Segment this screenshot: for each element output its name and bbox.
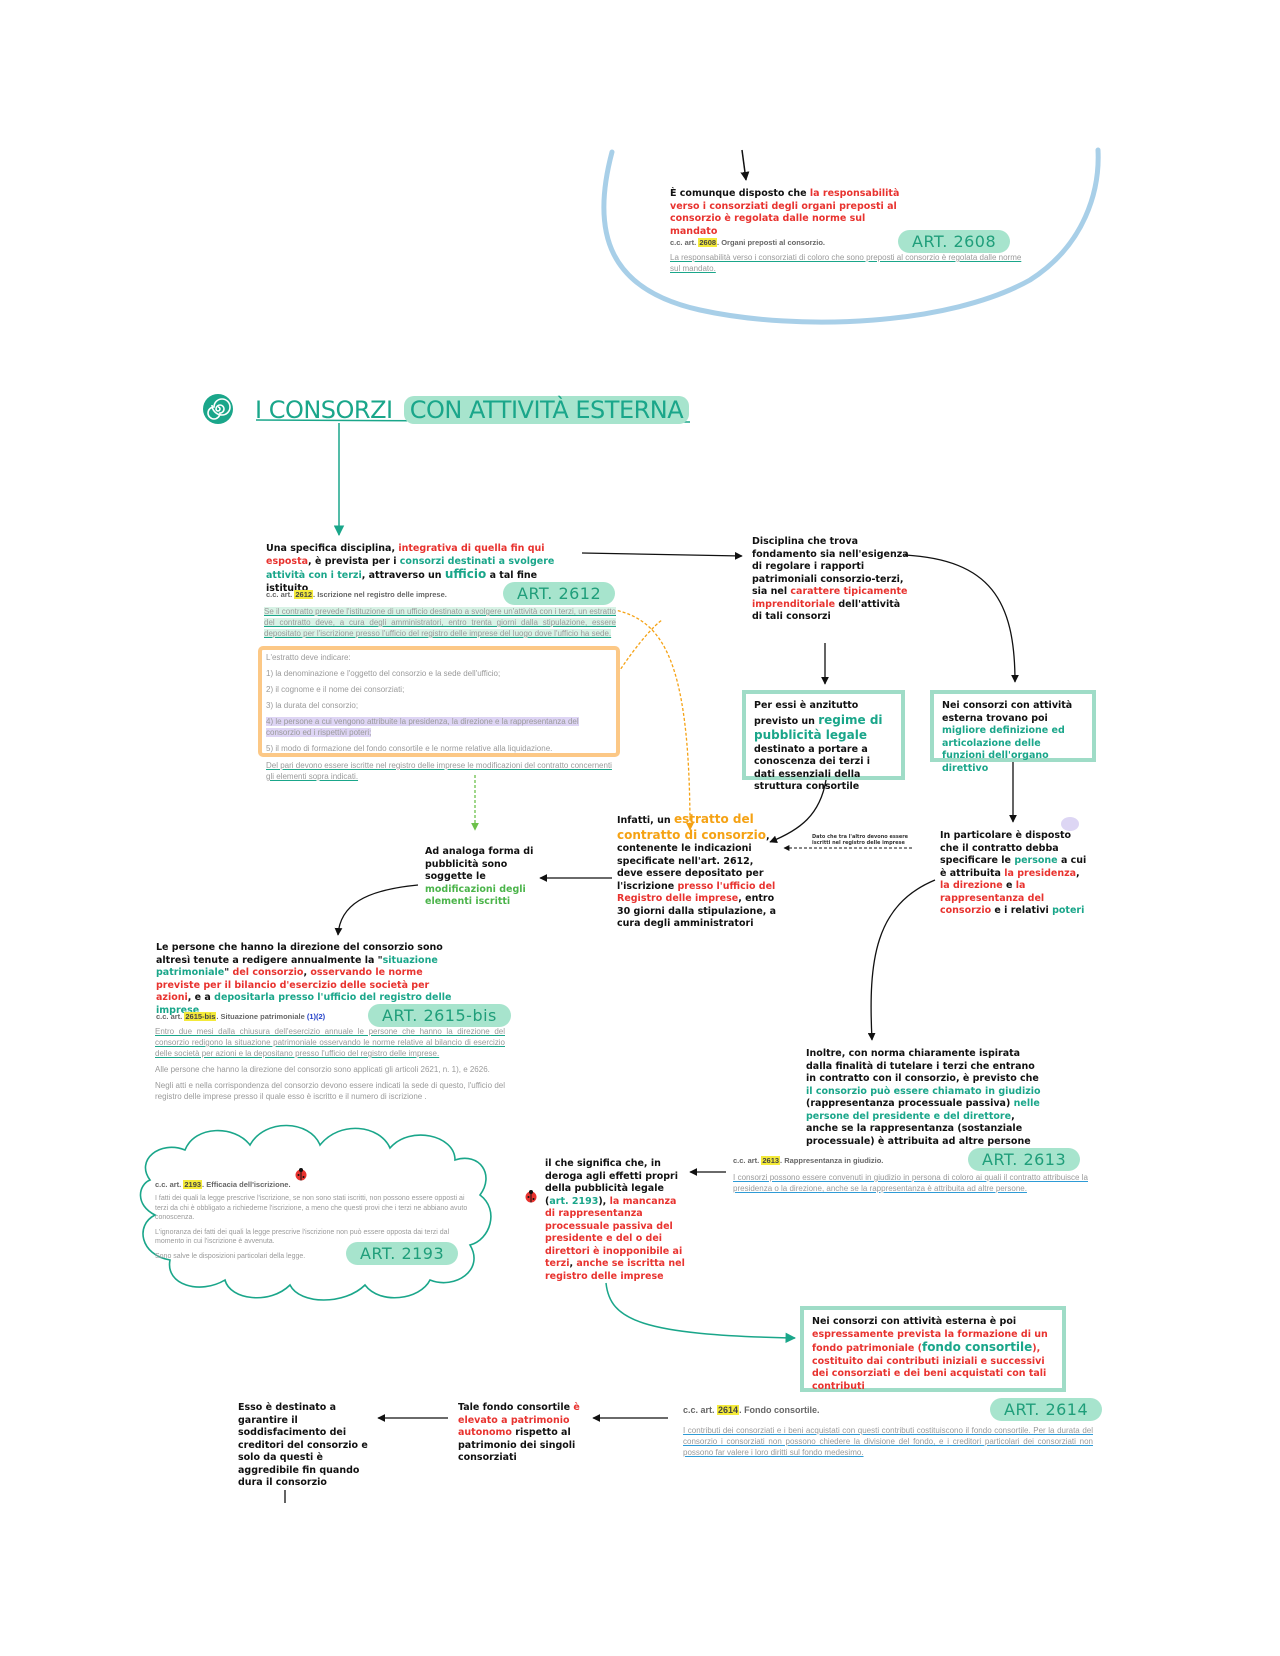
source-2608: La responsabilità verso i consorziati di…: [670, 253, 1022, 273]
list-item: 1) la denominazione e l'oggetto del cons…: [266, 669, 501, 678]
tale-fondo-text: Tale fondo consortile è elevato a patrim…: [458, 1402, 580, 1463]
tag-art-2612: ART. 2612: [503, 582, 616, 605]
cite-2612: c.c. art. 2612. Iscrizione nel registro …: [266, 590, 447, 599]
list-item: 5) il modo di formazione del fondo conso…: [266, 744, 553, 753]
cloud-shape: [139, 1124, 492, 1301]
disciplina-text: Disciplina che trova fondamento sia nell…: [752, 536, 909, 622]
title-part-a: I CONSORZI: [255, 396, 393, 424]
blue-curve: [601, 147, 1101, 325]
source-2614: I contributi dei consorziati e i beni ac…: [683, 1426, 1093, 1457]
situazione-text: Le persone che hanno la direzione del co…: [156, 942, 452, 1016]
estratto-text: Infatti, un estratto del contratto di co…: [617, 812, 777, 929]
top-note: È comunque disposto che la responsabilit…: [670, 188, 915, 238]
source-2613: I consorzi possono essere convenuti in g…: [733, 1173, 1088, 1193]
intro-text: Una specifica disciplina, integrativa di…: [266, 543, 555, 594]
source-2612-end: Del pari devono essere iscritte nel regi…: [266, 761, 612, 781]
tag-art-2615-bis: ART. 2615-bis: [368, 1004, 511, 1027]
ladybug-icon: [524, 1188, 538, 1203]
source-2615-bis: Entro due mesi dalla chiusura dell'eserc…: [155, 1027, 505, 1101]
box-fondo: Nei consorzi con attività esterna è poi …: [800, 1306, 1066, 1392]
list-item: 3) la durata del consorzio;: [266, 701, 359, 710]
cite-2193: c.c. art. 2193. Efficacia dell'iscrizion…: [155, 1180, 291, 1189]
list-item: 4) le persone a cui vengono attribuite l…: [266, 717, 579, 737]
tag-art-2613: ART. 2613: [968, 1148, 1081, 1171]
ladybug-icon: [294, 1166, 308, 1181]
particolare-text: In particolare è disposto che il contrat…: [940, 830, 1087, 916]
tag-art-2193: ART. 2193: [346, 1242, 459, 1265]
cite-2613: c.c. art. 2613. Rappresentanza in giudiz…: [733, 1156, 884, 1165]
cite-2608: c.c. art. 2608. Organi preposti al conso…: [670, 238, 825, 247]
cite-2615-bis: c.c. art. 2615-bis. Situazione patrimoni…: [156, 1012, 326, 1021]
box-organo: Nei consorzi con attività esterna trovan…: [930, 690, 1096, 774]
list-item: 2) il cognome e il nome dei consorziati;: [266, 685, 405, 694]
small-note: Dato che tra l'altro devono essere iscri…: [812, 834, 909, 846]
esso-text: Esso è destinato a garantire il soddisfa…: [238, 1402, 368, 1488]
source-2612: Se il contratto prevede l'istituzione di…: [264, 607, 616, 638]
spiral-icon: [202, 393, 234, 425]
cite-2614: c.c. art. 2614. Fondo consortile.: [683, 1405, 820, 1415]
page-title: I CONSORZI CON ATTIVITÀ ESTERNA: [255, 396, 690, 424]
top-note-highlight: la responsabilità verso i consorziati de…: [670, 188, 900, 237]
inoltre-text: Inoltre, con norma chiaramente ispirata …: [806, 1048, 1041, 1147]
list-item: L'estratto deve indicare:: [266, 653, 351, 662]
box-pubblicita: Per essi è anzitutto previsto un regime …: [742, 690, 905, 792]
deroga-text: il che significa che, in deroga agli eff…: [545, 1158, 685, 1282]
source-2193: I fatti dei quali la legge prescrive l'i…: [155, 1195, 468, 1260]
tag-art-2608: ART. 2608: [898, 230, 1011, 253]
title-part-b: CON ATTIVITÀ ESTERNA: [403, 396, 690, 424]
top-note-text: È comunque disposto che: [670, 188, 810, 199]
estratto-list: L'estratto deve indicare: 1) la denomina…: [266, 652, 612, 759]
tag-art-2614: ART. 2614: [990, 1398, 1103, 1421]
analoga-text: Ad analoga forma di pubblicità sono sogg…: [425, 846, 534, 907]
